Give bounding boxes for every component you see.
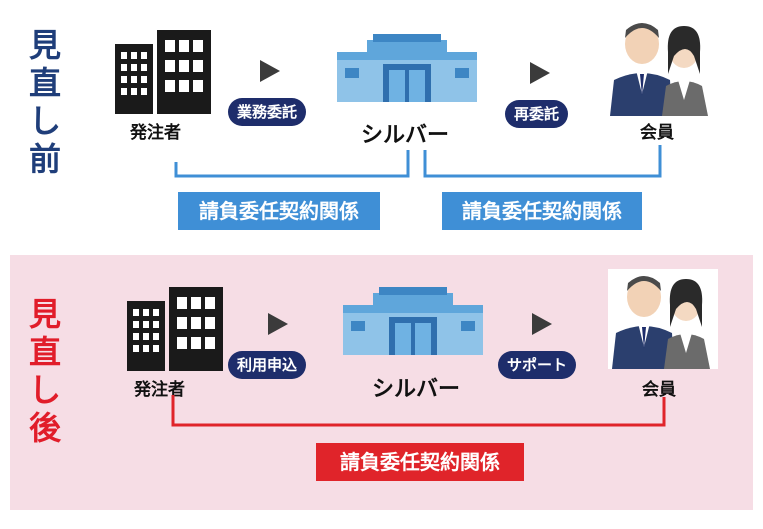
before-title: 見 直 し 前 [25,26,65,178]
flow-arrow-icon [530,62,550,84]
flow-arrow-icon [268,313,288,335]
flow-pill-right: 再委託 [505,100,569,128]
before-section: 見 直 し 前 発注者 業務委託 シルバー 再委託 [0,0,763,245]
before-title-char: 見 [28,26,61,64]
flow-arrow-icon [532,313,552,335]
flow-pill-right: サポート [498,351,577,379]
flow-pill-left: 利用申込 [228,351,307,379]
after-title: 見 直 し 後 [25,295,65,447]
members-icon [608,269,718,369]
after-title-char: 直 [28,333,61,371]
before-title-char: 直 [28,64,61,102]
after-title-char: 後 [28,409,61,447]
center-label: シルバー [372,377,461,402]
office-building-icon [115,30,211,114]
after-section: 見 直 し 後 発注者 利用申込 シルバー サポート [10,255,753,510]
relation-box: 請負委任契約関係 [316,443,524,481]
relation-bracket [171,395,666,427]
flow-pill-left: 業務委託 [228,98,307,126]
flow-arrow-icon [260,60,280,82]
member-label: 会員 [640,123,674,143]
after-title-char: し [28,371,61,409]
member-label: 会員 [642,380,676,400]
facility-building-icon [343,287,483,355]
before-title-char: 前 [28,140,61,178]
office-building-icon [127,287,223,371]
before-title-char: し [28,102,61,140]
relation-box-right: 請負委任契約関係 [442,192,642,230]
center-label: シルバー [361,123,450,148]
members-icon [606,16,716,116]
after-title-char: 見 [28,295,61,333]
client-label: 発注者 [130,123,181,143]
relation-bracket [174,145,662,178]
facility-building-icon [337,34,477,102]
relation-box-left: 請負委任契約関係 [178,192,380,230]
